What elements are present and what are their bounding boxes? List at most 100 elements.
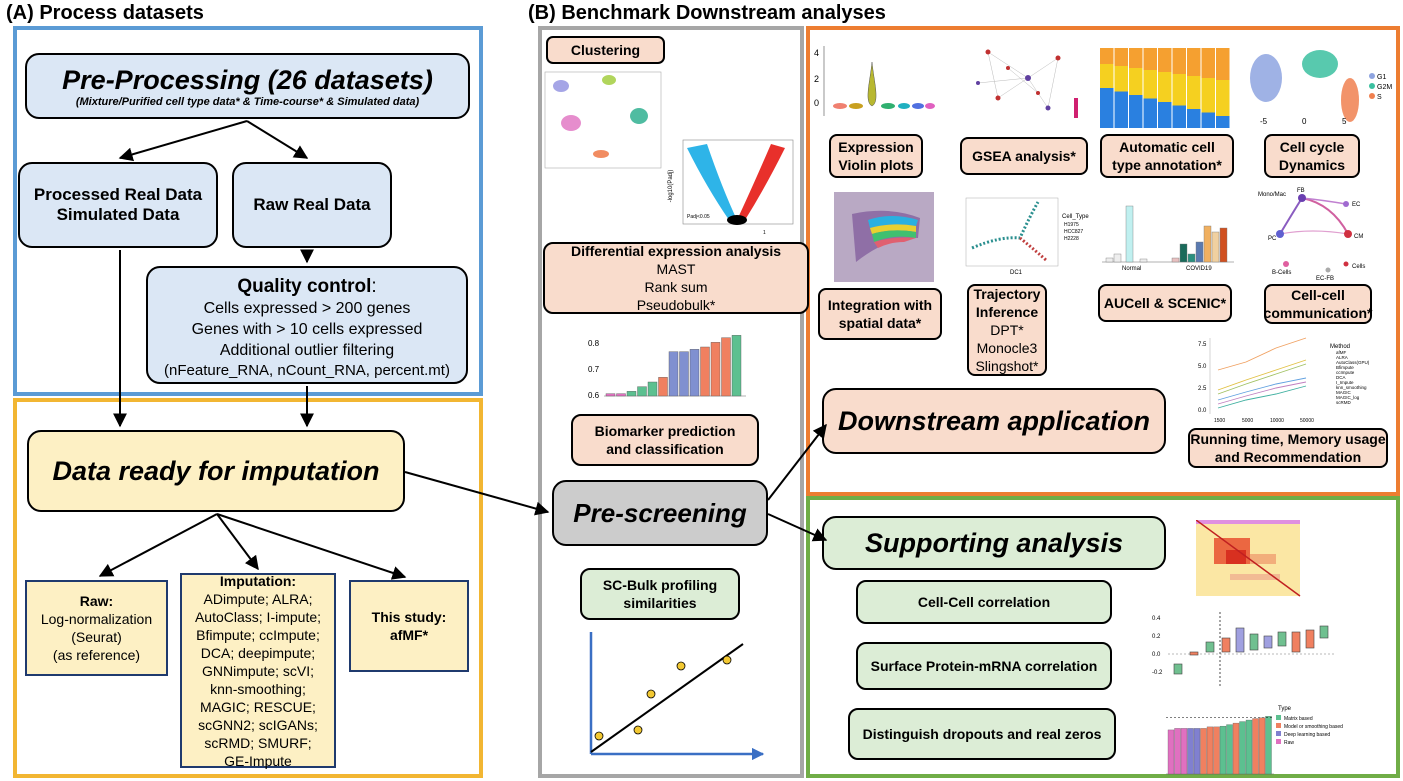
svg-text:ccImpute: ccImpute [1336, 370, 1355, 375]
svg-text:AutoClass(GPU): AutoClass(GPU) [1336, 360, 1370, 365]
rt-y-50: 5.0 [1198, 364, 1207, 370]
biomarker-bar [700, 346, 710, 397]
spatial-line-1: Integration with [827, 297, 933, 313]
arrow-ready-to-thisstudy [216, 513, 407, 580]
prescreening-box: Pre-screening [552, 480, 768, 546]
annotation-segment [1100, 88, 1114, 128]
qc-title: Quality control: [237, 276, 377, 297]
aucell-x-covid: COVID19 [1186, 266, 1212, 272]
dropout-bar [1167, 729, 1175, 775]
violin-line-2: Violin plots [838, 157, 914, 173]
annotation-segment [1201, 78, 1215, 113]
de-title: Differential expression analysis [570, 243, 782, 259]
svg-text:I_Impute: I_Impute [1336, 380, 1354, 385]
running-time-box: Running time, Memory usage and Recommend… [1188, 428, 1388, 468]
annotation-segment [1100, 48, 1114, 64]
dropout-legend-title: Type [1278, 706, 1292, 712]
rt-x-4: 50000 [1300, 418, 1314, 424]
biomarker-y-tick-06: 0.6 [588, 391, 600, 400]
comm-line-1: Cell-cell [1291, 287, 1345, 303]
gsea-nodes [976, 49, 1061, 111]
panel-b-label: (B) Benchmark Downstream analyses [528, 2, 886, 24]
this-study-method: afMF* [389, 627, 429, 643]
g2m-cluster [1302, 50, 1338, 78]
scbulk-point [722, 655, 732, 665]
annotation-segment [1187, 109, 1201, 128]
comm-node-mono: Mono/Mac [1258, 192, 1286, 198]
aucell-bar [1105, 257, 1114, 263]
cluster-teal [630, 108, 648, 124]
svg-text:ALRA: ALRA [1336, 355, 1348, 360]
raw-line-1: Log-normalization [40, 611, 153, 627]
trajectory-legend-2: HCC827 [1064, 229, 1083, 235]
processed-real-data-box: Processed Real Data Simulated Data [18, 162, 218, 248]
panel-a-label: (A) Process datasets [6, 2, 204, 24]
comm-node-cells: Cells [1352, 264, 1365, 270]
aucell-label: AUCell & SCENIC* [1103, 295, 1227, 311]
annotation-segment [1114, 66, 1128, 92]
autoanno-line-1: Automatic cell [1119, 139, 1215, 155]
cc-x-tick-3: 5 [1342, 117, 1347, 126]
sp-y-02: 0.2 [1152, 634, 1161, 640]
scbulk-point [646, 689, 656, 699]
imputation-line-7: MAGIC; RESCUE; [200, 698, 316, 715]
rt-legend-items: afMF ALRA AutoClass(GPU) Bfimpute ccImpu… [1336, 350, 1370, 405]
dropouts-label: Distinguish dropouts and real zeros [862, 726, 1102, 742]
comm-node-ec: EC [1352, 202, 1361, 208]
dropout-bar [1213, 726, 1220, 775]
trajectory-legend-1: H1975 [1064, 222, 1079, 228]
spatial-line-2: spatial data* [838, 315, 922, 331]
volcano-down-points [687, 144, 737, 220]
qc-line-2: Genes with > 10 cells expressed [191, 321, 423, 338]
rt-legend-title: Method [1330, 344, 1350, 350]
annotation-segment [1114, 91, 1128, 128]
annotation-segment [1172, 74, 1186, 106]
dropout-bar [1226, 724, 1233, 775]
legend-g1: G1 [1377, 74, 1386, 81]
biomarker-line-2: and classification [606, 441, 724, 457]
raw-box: Raw: Log-normalization (Seurat) (as refe… [25, 580, 168, 676]
annotation-segment [1172, 105, 1186, 128]
node-bcells [1283, 261, 1289, 267]
svg-text:scRMD: scRMD [1336, 400, 1351, 405]
biomarker-bar [658, 377, 668, 397]
comm-node-pc: PC [1268, 236, 1277, 242]
scbulk-line-1: SC-Bulk profiling [602, 577, 718, 593]
imputation-title: Imputation: [219, 572, 297, 589]
scbulk-fit-line [590, 643, 744, 753]
biomarker-bar [616, 393, 626, 397]
spatial-tissue-image [834, 192, 934, 282]
svg-text:knn_smoothing: knn_smoothing [1336, 385, 1367, 390]
biomarker-bar [710, 342, 721, 397]
node-ecfb [1325, 267, 1331, 273]
annotation-segment [1129, 48, 1143, 68]
biomarker-bar [689, 349, 700, 397]
biomarker-bar [668, 351, 679, 397]
annotation-segment [1187, 76, 1201, 109]
dropout-bar-chart: Type Matrix based Model or smoothing bas… [1166, 706, 1343, 775]
data-ready-box: Data ready for imputation [27, 430, 405, 512]
svg-text:afMF: afMF [1336, 350, 1347, 355]
aucell-bar [1187, 253, 1196, 263]
rt-y-75: 7.5 [1198, 342, 1207, 348]
rt-y-00: 0.0 [1198, 408, 1207, 414]
raw-real-data-box: Raw Real Data [232, 162, 392, 248]
cc-corr-label: Cell-Cell correlation [917, 594, 1051, 610]
volcano-up-points [737, 144, 785, 220]
arrow-ready-to-raw [98, 513, 218, 577]
biomarker-bar-chart: 0.8 0.7 0.6 [588, 335, 746, 400]
volcano-x-tick: 1 [763, 230, 766, 236]
volcano-legend-1: Padj<0.05 [687, 214, 710, 220]
running-line-2: and Recommendation [1214, 449, 1362, 465]
aucell-x-normal: Normal [1122, 266, 1141, 272]
rt-x-2: 5000 [1242, 418, 1253, 424]
trajectory-title-1: Trajectory [973, 286, 1041, 302]
cc-x-tick-2: 0 [1302, 117, 1307, 126]
sp-y-00: 0.0 [1152, 652, 1161, 658]
autoanno-line-2: type annotation* [1112, 157, 1222, 173]
imputation-line-1: ADimpute; ALRA; [203, 590, 313, 607]
supporting-analysis-box: Supporting analysis [822, 516, 1166, 570]
preprocessing-title: Pre-Processing (26 datasets) [62, 64, 433, 95]
arrow-ready-to-prescreening [404, 471, 550, 516]
